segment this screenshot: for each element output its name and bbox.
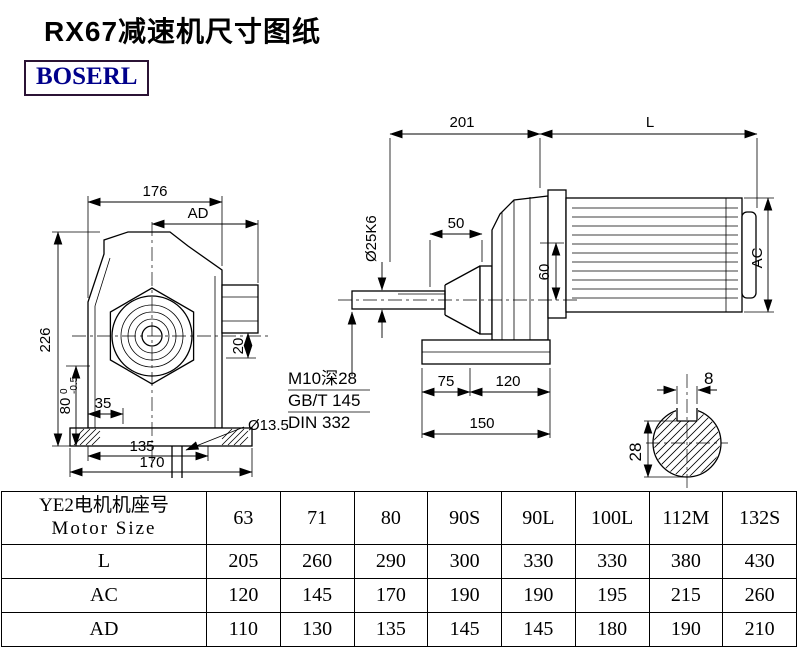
dim-80-label: 80 <box>57 398 74 415</box>
table-cell: 300 <box>427 544 502 579</box>
front-view: 176 AD 226 80 0 -0.5 35 135 170 <box>37 183 289 478</box>
gearbox-housing-outline <box>87 231 223 429</box>
table-cell: 190 <box>501 578 576 613</box>
table-cell: 190 <box>427 578 502 613</box>
dim-176-label: 176 <box>142 183 167 200</box>
table-row-AC: AC 120 145 170 190 190 195 215 260 <box>1 578 797 613</box>
brand-logo: BOSERL <box>24 60 150 96</box>
shaft-section-hatch <box>654 410 720 476</box>
table-cell: 71 <box>279 491 355 545</box>
table-cell: 380 <box>648 544 724 579</box>
motor-size-header-cn: YE2电机机座号 <box>39 495 169 517</box>
dim-shaft-label: Ø25K6 <box>363 215 380 262</box>
table-cell: 170 <box>353 578 429 613</box>
table-cell: 330 <box>501 544 576 579</box>
dim-L-label: L <box>646 114 654 131</box>
table-cell: 205 <box>206 544 281 579</box>
technical-drawing: 176 AD 226 80 0 -0.5 35 135 170 <box>37 114 774 488</box>
motor-size-header-en: Motor Size <box>51 518 157 539</box>
table-cell: 100L <box>574 491 650 545</box>
output-flange-box <box>221 284 259 334</box>
table-cell: 430 <box>722 544 797 579</box>
dim-AD-label: AD <box>188 205 209 222</box>
dim-20-label: 20 <box>230 338 247 355</box>
dim-AC-label: AC <box>749 247 766 268</box>
dim-50-label: 50 <box>448 215 465 232</box>
table-header-row: YE2电机机座号 Motor Size 63 71 80 90S 90L 100… <box>1 491 797 545</box>
table-cell: 330 <box>574 544 650 579</box>
dim-8-label: 8 <box>704 369 713 388</box>
motor-end-cap <box>741 211 757 299</box>
table-cell: 145 <box>279 578 355 613</box>
motor-fins <box>572 207 738 299</box>
shaft-end-view: 8 28 <box>626 369 728 488</box>
page-title: RX67减速机尺寸图纸 <box>44 16 322 47</box>
dim-201-label: 201 <box>449 114 474 131</box>
table-cell: 145 <box>501 612 576 647</box>
table-cell: 135 <box>353 612 429 647</box>
dim-hole-label: Ø13.5 <box>248 417 289 434</box>
table-cell: 290 <box>353 544 429 579</box>
row-label-AD: AD <box>1 612 207 647</box>
table-row-L: L 205 260 290 300 330 330 380 430 <box>1 544 797 579</box>
table-cell: 90S <box>427 491 502 545</box>
dimension-table: YE2电机机座号 Motor Size 63 71 80 90S 90L 100… <box>1 491 797 647</box>
row-label-AC: AC <box>1 578 207 613</box>
note-gbt-label: GB/T 145 <box>288 391 360 410</box>
table-cell: 90L <box>501 491 576 545</box>
table-cell: 132S <box>722 491 797 545</box>
table-cell: 180 <box>574 612 650 647</box>
dim-80-tol-upper: 0 <box>59 388 70 394</box>
table-cell: 210 <box>722 612 797 647</box>
side-view: 201 L 50 Ø25K6 60 AC M10深28 GB/T 145 DIN… <box>288 114 774 439</box>
dim-60-label: 60 <box>536 264 553 281</box>
keyway-slot <box>676 408 698 422</box>
table-cell: 80 <box>353 491 429 545</box>
dim-35-label: 35 <box>95 395 112 412</box>
dim-120-label: 120 <box>495 373 520 390</box>
motor-size-header-cell: YE2电机机座号 Motor Size <box>1 491 207 545</box>
note-thread-label: M10深28 <box>288 369 357 388</box>
table-cell: 260 <box>279 544 355 579</box>
table-cell: 112M <box>648 491 724 545</box>
table-cell: 145 <box>427 612 502 647</box>
row-label-L: L <box>1 544 207 579</box>
motor-flange <box>547 189 567 319</box>
dim-150-label: 150 <box>469 415 494 432</box>
table-cell: 190 <box>648 612 724 647</box>
table-row-AD: AD 110 130 135 145 145 180 190 210 <box>1 612 797 647</box>
table-cell: 110 <box>206 612 281 647</box>
motor-body <box>565 197 743 313</box>
table-cell: 120 <box>206 578 281 613</box>
dim-80-tol-lower: -0.5 <box>69 376 80 394</box>
base-plate <box>69 427 253 447</box>
table-cell: 63 <box>206 491 281 545</box>
dim-170-label: 170 <box>139 454 164 471</box>
dim-226-label: 226 <box>37 327 54 352</box>
foot-pad-hatch-right <box>221 428 249 446</box>
dim-28-label: 28 <box>626 443 645 462</box>
table-cell: 130 <box>279 612 355 647</box>
dim-135-label: 135 <box>129 438 154 455</box>
dim-75-label: 75 <box>438 373 455 390</box>
foot-pad-hatch-left <box>73 428 101 446</box>
table-cell: 195 <box>574 578 650 613</box>
note-din-label: DIN 332 <box>288 413 350 432</box>
table-cell: 215 <box>648 578 724 613</box>
table-cell: 260 <box>722 578 797 613</box>
